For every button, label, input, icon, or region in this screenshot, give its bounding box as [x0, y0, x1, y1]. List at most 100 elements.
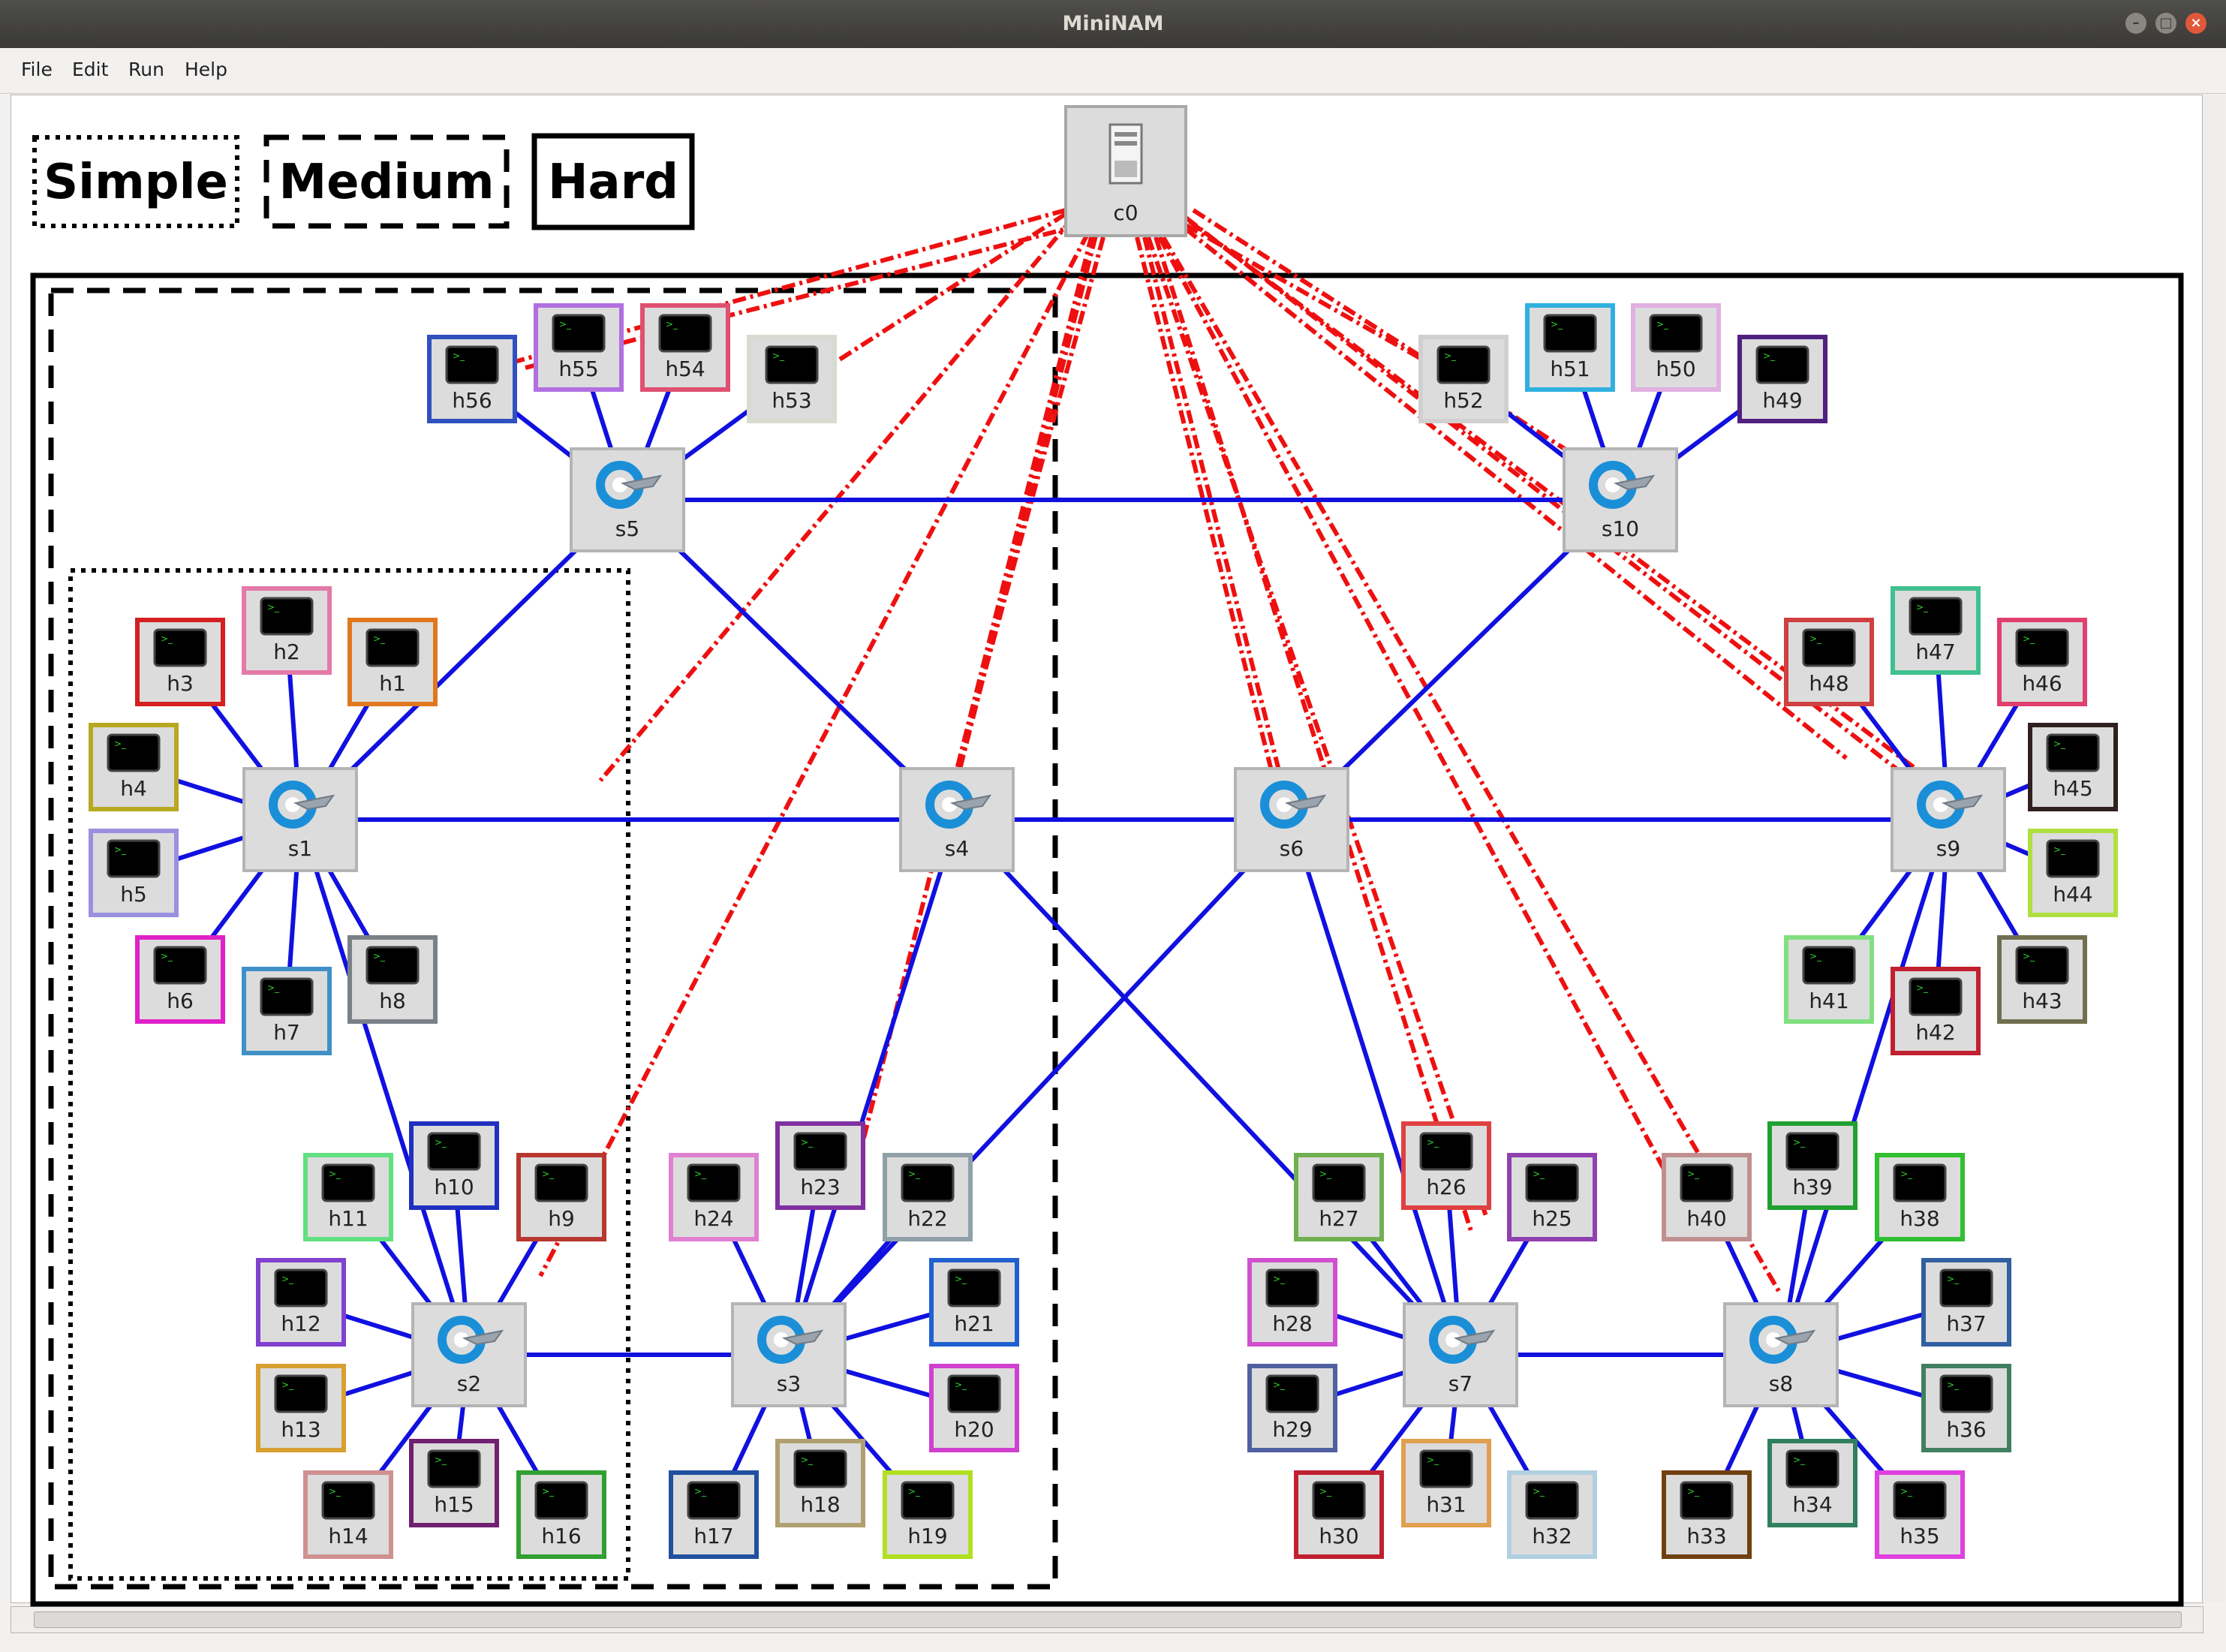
svg-text:>_: >_	[267, 982, 280, 993]
switch-icon	[438, 1316, 504, 1364]
vertical-scrollbar[interactable]	[2202, 95, 2225, 1602]
host-h45[interactable]: >_h45	[2028, 723, 2118, 811]
host-h12[interactable]: >_h12	[256, 1258, 346, 1347]
menu-edit[interactable]: Edit	[72, 59, 109, 80]
host-label: h31	[1426, 1492, 1466, 1517]
host-h26[interactable]: >_h26	[1401, 1121, 1491, 1210]
host-h52[interactable]: >_h52	[1418, 335, 1509, 423]
svg-text:>_: >_	[373, 951, 386, 961]
host-h36[interactable]: >_h36	[1921, 1364, 2011, 1452]
host-h8[interactable]: >_h8	[347, 935, 438, 1024]
terminal-icon: >_	[2015, 946, 2069, 985]
switch-link	[787, 819, 959, 1356]
host-h25[interactable]: >_h25	[1507, 1153, 1597, 1241]
terminal-icon: >_	[153, 946, 207, 985]
switch-s2[interactable]: s2	[411, 1302, 527, 1407]
switch-link	[955, 817, 1463, 1357]
controller-c0[interactable]: c0	[1064, 105, 1187, 237]
host-h50[interactable]: >_h50	[1631, 303, 1721, 392]
svg-text:>_: >_	[453, 351, 465, 361]
host-h19[interactable]: >_h19	[883, 1470, 973, 1559]
host-h47[interactable]: >_h47	[1891, 586, 1981, 675]
host-h17[interactable]: >_h17	[669, 1470, 759, 1559]
host-h15[interactable]: >_h15	[409, 1439, 499, 1527]
minimize-icon[interactable]: –	[2125, 13, 2146, 34]
host-h43[interactable]: >_ h43	[1997, 935, 2087, 1024]
menu-help[interactable]: Help	[185, 59, 227, 80]
host-h24[interactable]: >_h24	[669, 1153, 759, 1241]
host-h53[interactable]: >_h53	[747, 335, 837, 423]
host-h11[interactable]: >_h11	[303, 1153, 393, 1241]
switch-s9[interactable]: s9	[1891, 767, 2006, 872]
host-h23[interactable]: >_h23	[775, 1121, 865, 1210]
switch-s8[interactable]: s8	[1723, 1302, 1839, 1407]
switch-s1[interactable]: s1	[242, 767, 358, 872]
maximize-icon[interactable]: □	[2155, 13, 2176, 34]
host-h51[interactable]: >_h51	[1525, 303, 1615, 392]
host-h44[interactable]: >_h44	[2028, 829, 2118, 917]
menu-run[interactable]: Run	[128, 59, 164, 80]
host-h37[interactable]: >_h37	[1921, 1258, 2011, 1347]
host-h49[interactable]: >_h49	[1737, 335, 1827, 423]
host-label: h34	[1792, 1492, 1832, 1517]
host-h27[interactable]: >_h27	[1294, 1153, 1384, 1241]
host-h18[interactable]: >_h18	[775, 1439, 865, 1527]
svg-text:>_: >_	[435, 1455, 447, 1465]
host-h35[interactable]: >_h35	[1875, 1470, 1965, 1559]
host-h41[interactable]: >_h41	[1784, 935, 1874, 1024]
terminal-icon: >_	[1419, 1449, 1473, 1488]
switch-s10[interactable]: s10	[1563, 447, 1678, 552]
host-h22[interactable]: >_h22	[883, 1153, 973, 1241]
host-label: h16	[541, 1524, 581, 1548]
legend-hard-label: Hard	[548, 155, 678, 210]
host-label: h26	[1426, 1175, 1466, 1199]
host-h29[interactable]: >_h29	[1247, 1364, 1337, 1452]
host-h38[interactable]: >_h38	[1875, 1153, 1965, 1241]
host-h48[interactable]: >_h48	[1784, 618, 1874, 706]
switch-s3[interactable]: s3	[731, 1302, 847, 1407]
switch-s4[interactable]: s4	[899, 767, 1015, 872]
close-icon[interactable]: ×	[2185, 13, 2206, 34]
host-h21[interactable]: >_h21	[929, 1258, 1019, 1347]
switch-s7[interactable]: s7	[1403, 1302, 1518, 1407]
host-h39[interactable]: >_h39	[1767, 1121, 1858, 1210]
host-h40[interactable]: >_h40	[1662, 1153, 1752, 1241]
host-h32[interactable]: >_h32	[1507, 1470, 1597, 1559]
switch-s5[interactable]: s5	[570, 447, 685, 552]
host-h16[interactable]: >_h16	[516, 1470, 606, 1559]
menu-file[interactable]: File	[21, 59, 53, 80]
host-h42[interactable]: >_h42	[1891, 967, 1981, 1055]
host-h28[interactable]: >_h28	[1247, 1258, 1337, 1347]
host-h56[interactable]: >_h56	[427, 335, 517, 423]
host-h55[interactable]: >_h55	[534, 303, 624, 392]
host-h10[interactable]: >_h10	[409, 1121, 499, 1210]
host-h54[interactable]: >_h54	[640, 303, 730, 392]
terminal-icon: >_	[765, 345, 819, 384]
host-h13[interactable]: >_h13	[256, 1364, 346, 1452]
switch-icon	[269, 781, 335, 829]
host-h2[interactable]: >_h2	[242, 586, 332, 675]
scrollbar-thumb[interactable]	[34, 1611, 2182, 1628]
host-h33[interactable]: >_h33	[1662, 1470, 1752, 1559]
host-h14[interactable]: >_h14	[303, 1470, 393, 1559]
host-h20[interactable]: >_h20	[929, 1364, 1019, 1452]
terminal-icon: >_	[321, 1481, 375, 1520]
host-h9[interactable]: >_h9	[516, 1153, 606, 1241]
host-h31[interactable]: >_ h31	[1401, 1439, 1491, 1527]
host-h3[interactable]: >_h3	[135, 618, 225, 706]
switch-icon	[925, 781, 992, 829]
host-h7[interactable]: >_h7	[242, 967, 332, 1055]
terminal-icon: >_	[1939, 1268, 1993, 1307]
control-link	[861, 233, 1094, 1142]
terminal-icon: >_	[2046, 733, 2100, 772]
host-h5[interactable]: >_h5	[89, 829, 179, 917]
host-label: h43	[2022, 988, 2062, 1013]
host-h1[interactable]: >_h1	[347, 618, 438, 706]
host-h46[interactable]: >_h46	[1997, 618, 2087, 706]
host-h30[interactable]: >_h30	[1294, 1470, 1384, 1559]
switch-s6[interactable]: s6	[1234, 767, 1349, 872]
host-h6[interactable]: >_h6	[135, 935, 225, 1024]
host-h34[interactable]: >_h34	[1767, 1439, 1858, 1527]
host-h4[interactable]: >_h4	[89, 723, 179, 811]
